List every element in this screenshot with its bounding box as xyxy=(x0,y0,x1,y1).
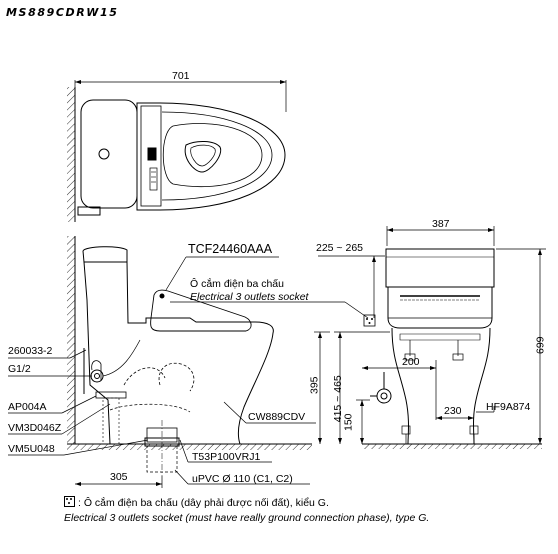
label-ap004a: AP004A xyxy=(8,401,47,413)
label-260033-2: 260033-2 xyxy=(8,345,53,357)
model-number: MS889CDRW15 xyxy=(6,6,119,19)
footnote-en: Electrical 3 outlets socket (must have r… xyxy=(64,512,430,524)
dim-305: 305 xyxy=(110,471,128,483)
label-cw889cdv: CW889CDV xyxy=(248,411,306,423)
label-t53p100vrj1: T53P100VRJ1 xyxy=(192,451,261,463)
socket-icon xyxy=(363,314,376,327)
dim-387: 387 xyxy=(432,218,450,230)
dim-150: 150 xyxy=(342,413,355,432)
label-seat-model: TCF24460AAA xyxy=(188,242,273,256)
dim-230: 230 xyxy=(444,405,462,417)
top-view xyxy=(67,80,287,222)
dim-699: 699 xyxy=(534,336,547,355)
label-vm3d046z: VM3D046Z xyxy=(8,422,62,434)
label-socket-en: Electrical 3 outlets socket xyxy=(190,291,309,303)
label-upvc: uPVC Ø 110 (C1, C2) xyxy=(192,473,293,485)
side-view xyxy=(67,236,312,476)
footnote-vi: : Ô cắm điện ba chấu (dây phải được nối … xyxy=(64,496,329,510)
front-dimensions xyxy=(356,248,546,444)
label-socket-vi: Ô cắm điện ba chấu xyxy=(190,278,284,290)
dim-200: 200 xyxy=(402,356,420,368)
label-vm5u048: VM5U048 xyxy=(8,443,55,455)
label-hf9a874: HF9A874 xyxy=(486,401,531,413)
socket-legend-icon xyxy=(64,496,75,507)
dim-701: 701 xyxy=(172,70,190,82)
footnote-vi-text: : Ô cắm điện ba chấu (dây phải được nối … xyxy=(78,497,329,509)
side-dimensions xyxy=(75,331,390,488)
dim-395: 395 xyxy=(308,376,321,395)
label-g12: G1/2 xyxy=(8,363,31,375)
front-view xyxy=(318,226,542,449)
dim-225-265: 225 ~ 265 xyxy=(316,242,364,254)
